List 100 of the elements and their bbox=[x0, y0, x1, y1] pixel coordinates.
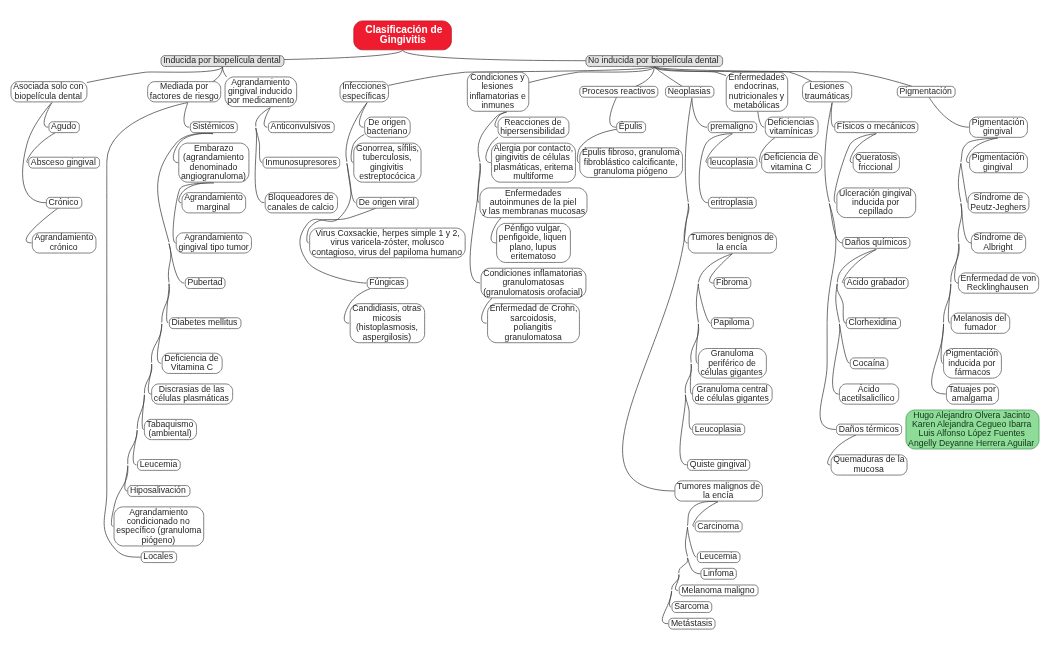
node-box: Clorhexidina bbox=[845, 317, 901, 329]
node-box: Mediada por factores de riesgo bbox=[147, 81, 222, 103]
node-box: Deficiencia de Vitamina C bbox=[161, 352, 223, 374]
node-box: Agrandamiento marginal bbox=[181, 192, 246, 214]
node-box: Sarcoma bbox=[671, 601, 713, 613]
node-box: Sistémicos bbox=[190, 121, 238, 133]
connector bbox=[26, 132, 56, 163]
node-box: Quemaduras de la mucosa bbox=[830, 454, 908, 476]
connector bbox=[819, 102, 837, 430]
node-box: Ácido acetilsalicílico bbox=[839, 383, 900, 405]
node-box: Tatuajes por amalgama bbox=[946, 383, 999, 405]
connector bbox=[830, 102, 835, 128]
node-box: Enfermedades autoinmunes de la piel y las membranas mucosas bbox=[479, 187, 588, 218]
node-box: Reacciones de hipersensibilidad bbox=[497, 116, 570, 138]
node-box: Absceso gingival bbox=[28, 156, 100, 169]
node-box: Tabaquismo (ambiental) bbox=[144, 419, 197, 440]
connector bbox=[960, 163, 968, 204]
node-box: Ácido grabador bbox=[844, 277, 909, 289]
node-box: De origen viral bbox=[356, 197, 419, 209]
connector bbox=[168, 243, 185, 284]
connector bbox=[166, 283, 170, 324]
node-box: Melanosis del fumador bbox=[950, 312, 1011, 334]
connector bbox=[653, 66, 727, 76]
connector bbox=[691, 97, 708, 128]
connector bbox=[43, 102, 53, 128]
connector bbox=[622, 97, 693, 492]
connector bbox=[402, 49, 587, 62]
connector bbox=[22, 102, 53, 204]
connector bbox=[528, 66, 655, 83]
node-box: Diabetes mellitus bbox=[169, 317, 242, 329]
node-box: Pubertad bbox=[184, 277, 226, 289]
node-box: Hugo Alejandro Olvera Jacinto Karen Alejandra Cegueo Ibarra Luis Alfonso López Fuentes Angelly Deyanne Herrera Aguilar bbox=[905, 409, 1040, 450]
node-box: Agrandamiento condicionado no específico (granuloma piógeno) bbox=[113, 506, 205, 547]
node-box: Agrandamiento crónico bbox=[31, 232, 97, 254]
node-box: Síndrome de Peutz-Jeghers bbox=[967, 192, 1030, 214]
connector bbox=[388, 66, 655, 86]
connector bbox=[662, 501, 719, 625]
node-box: Deficiencia de vitamina C bbox=[761, 152, 823, 174]
connector bbox=[306, 207, 377, 244]
node-box: Cocaína bbox=[849, 357, 889, 370]
node-box: Leucemia bbox=[696, 551, 741, 563]
node-box: Pigmentación inducida por fármacos bbox=[943, 348, 1002, 379]
connector bbox=[653, 66, 813, 82]
node-box: Granuloma central de células gigantes bbox=[692, 383, 773, 405]
node-box: Melanoma maligno bbox=[678, 584, 759, 597]
connector bbox=[111, 132, 214, 527]
connector bbox=[839, 323, 850, 364]
connector bbox=[836, 283, 847, 324]
connector bbox=[832, 249, 877, 395]
connector bbox=[709, 253, 733, 284]
node-box: Procesos reactivos bbox=[579, 86, 659, 98]
connector bbox=[653, 66, 683, 87]
node-box: Épulis bbox=[616, 121, 646, 133]
node-box: Asociada solo con biopelícula dental bbox=[10, 81, 88, 103]
connector bbox=[254, 107, 271, 204]
node-box: Virus Coxsackie, herpes simple 1 y 2, virus varicela-zóster, molusco contagioso, virus del papiloma humano bbox=[309, 227, 466, 259]
node-box: Fibroma bbox=[713, 277, 752, 289]
node-box: eritroplasia bbox=[708, 197, 757, 209]
node-box: Agrandamiento gingival inducido por medicamento bbox=[224, 76, 297, 107]
node-box: Tumores benignos de la encía bbox=[687, 232, 777, 254]
node-box: Físicos o mecánicos bbox=[834, 121, 919, 133]
node-box: Papiloma bbox=[711, 317, 754, 329]
node-box: Pigmentación bbox=[896, 86, 956, 98]
connector bbox=[299, 102, 368, 284]
node-box: Embarazo (agrandamiento denominado angiogranuloma) bbox=[178, 142, 250, 183]
node-box: Daños térmicos bbox=[836, 423, 902, 436]
node-box: Hiposalivación bbox=[127, 485, 191, 497]
node-box: Condiciones y lesiones inflamatorias e inmunes bbox=[466, 71, 530, 112]
node-box: Enfermedad de von Recklinghausen bbox=[958, 272, 1039, 294]
connector bbox=[653, 66, 913, 87]
node-box: Inducida por biopelícula dental bbox=[160, 55, 285, 67]
connector bbox=[827, 434, 857, 466]
node-box: Granuloma periférico de células gigantes bbox=[698, 348, 767, 379]
connector bbox=[350, 133, 365, 163]
connector bbox=[842, 249, 877, 284]
node-box: Pigmentación gingival bbox=[969, 116, 1028, 138]
node-box: leucoplasia bbox=[707, 156, 758, 169]
connector bbox=[928, 96, 970, 128]
node-box: Tumores malignos de la encía bbox=[674, 480, 763, 502]
connector bbox=[692, 501, 719, 527]
node-box: Épulis fibroso, granuloma fibroblástico calcificante, granuloma piógeno bbox=[579, 147, 683, 178]
node-box: No inducida por biopelícula dental bbox=[585, 55, 723, 67]
node-box: Deficiencias vitamínicas bbox=[764, 116, 819, 138]
connector bbox=[635, 66, 655, 87]
node-box: Linfoma bbox=[700, 568, 737, 580]
connector bbox=[849, 133, 877, 163]
node-box: Crónico bbox=[46, 197, 83, 209]
node-box: Agrandamiento gingival tipo tumor bbox=[175, 232, 252, 254]
node-box: Agudo bbox=[48, 121, 80, 133]
node-box: Neoplasias bbox=[665, 86, 715, 98]
node-box: Locales bbox=[140, 551, 177, 563]
node-box: Gonorrea, sífilis, tuberculosis, gingivitis estreptocócica bbox=[353, 142, 422, 183]
connector bbox=[86, 66, 223, 83]
node-box: Pigmentación gingival bbox=[969, 152, 1028, 174]
connector bbox=[687, 557, 701, 575]
connector bbox=[212, 66, 223, 82]
connector bbox=[698, 133, 733, 204]
node-box: De origen bacteriano bbox=[364, 116, 411, 138]
node-box: Infecciones específicas bbox=[339, 81, 389, 103]
connector bbox=[183, 102, 190, 128]
